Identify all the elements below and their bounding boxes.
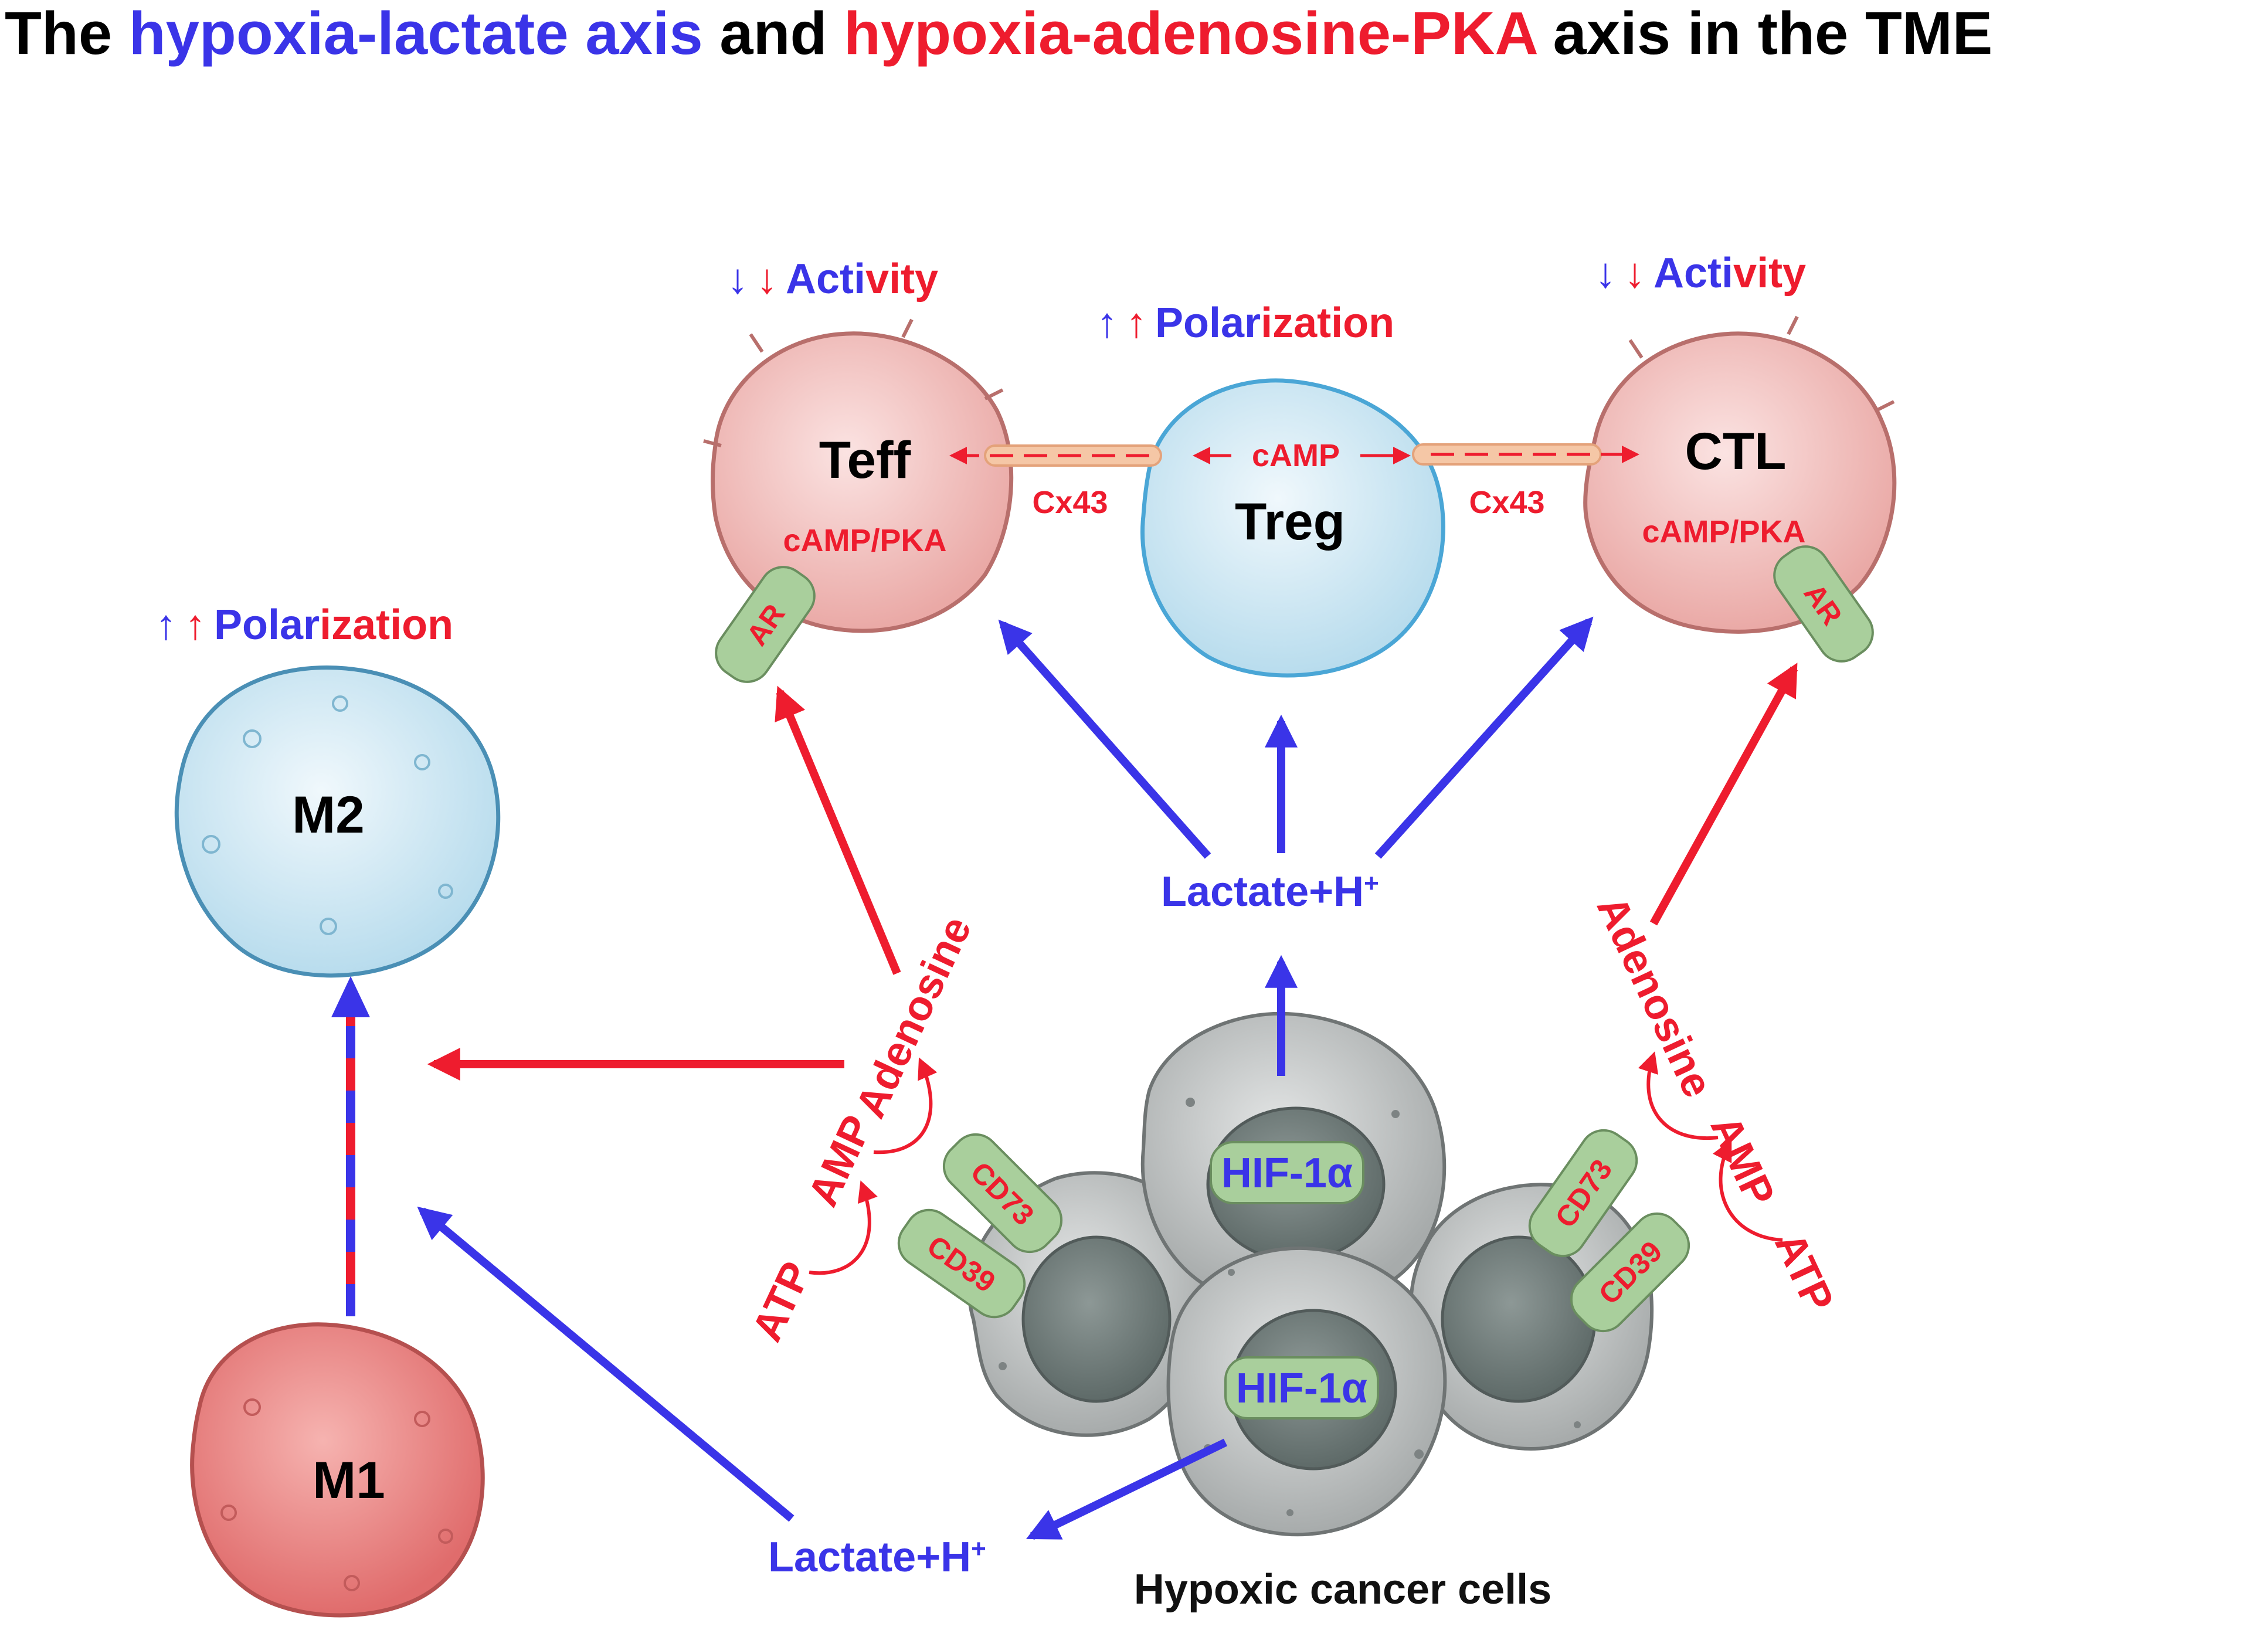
atp-left: ATP [743, 1255, 820, 1348]
title-suffix: axis in the TME [1536, 0, 1992, 67]
teff-activity-blue: Acti [786, 256, 865, 303]
teff-microvilli [703, 318, 1004, 447]
teff-activity-label: ↓↓Activity [727, 256, 938, 303]
hypoxic-cancer-cells-label: Hypoxic cancer cells [1134, 1566, 1551, 1613]
treg-name: Treg [1235, 492, 1345, 551]
ctl-down-red: ↓ [1624, 250, 1645, 297]
lactate-center-text: Lactate+H [1161, 868, 1364, 915]
treg-polarization-red: ization [1261, 300, 1394, 347]
teff-cell: Teff cAMP/PKA AR ↓↓Activity [703, 256, 1014, 683]
ctl-cell: CTL cAMP/PKA AR ↓↓Activity [1583, 250, 1897, 663]
m1-name: M1 [313, 1451, 385, 1509]
lactate-bottom-label: Lactate+H+ [768, 1534, 986, 1581]
hif1a-label-bottom: HIF-1α [1236, 1365, 1367, 1412]
m2-polarization-red: ization [320, 602, 453, 648]
camp-label: cAMP [1252, 438, 1340, 473]
cancer-cell-right [1409, 1183, 1654, 1451]
m2-polarization-blue: Polar [214, 602, 320, 648]
lactate-bottom-text: Lactate+H [768, 1534, 971, 1581]
ctl-down-blue: ↓ [1595, 250, 1616, 297]
lactate-bottom-plus: + [971, 1534, 986, 1563]
lactate-center-label: Lactate+H+ [1161, 868, 1379, 915]
ctl-activity-label: ↓↓Activity [1595, 250, 1806, 297]
teff-name: Teff [819, 430, 911, 489]
ctl-name: CTL [1685, 422, 1786, 480]
cx43-left: Cx43 [1032, 485, 1108, 520]
cx43-right: Cx43 [1469, 485, 1544, 520]
ctl-microvilli [1628, 315, 1895, 412]
hif1a-tag-top: HIF-1α [1210, 1141, 1364, 1204]
lactate-center-arrows: Lactate+H+ [998, 616, 1594, 1076]
amp-left: AMP [799, 1108, 881, 1213]
m1-vesicles [220, 1398, 453, 1591]
m1-to-m2-arrow [331, 976, 370, 1316]
teff-down-blue: ↓ [727, 256, 748, 303]
page-title: The hypoxia-lactate axis and hypoxia-ade… [5, 0, 1992, 67]
m2-up-red: ↑ [185, 602, 206, 648]
title-adenosine-axis: hypoxia-adenosine-PKA [844, 0, 1537, 67]
teff-down-red: ↓ [756, 256, 777, 303]
lactate-center-plus: + [1364, 869, 1379, 898]
ctl-activity-red: vity [1733, 250, 1806, 297]
title-prefix: The [5, 0, 129, 67]
lactate-bottom-arrows: Lactate+H+ [417, 1206, 1228, 1581]
adenosine-left: Adenosine [847, 909, 980, 1125]
title-lactate-axis: hypoxia-lactate axis [129, 0, 703, 67]
hif1a-tag-bottom: HIF-1α [1224, 1356, 1379, 1420]
teff-camp-pka: cAMP/PKA [783, 523, 946, 558]
amp-right: AMP [1702, 1108, 1784, 1213]
m1-cell: M1 [190, 1322, 485, 1618]
teff-activity-red: vity [865, 256, 938, 303]
hypoxic-cancer-cells: HIF-1α HIF-1α CD73 CD39 CD73 CD39 Hypoxi… [897, 1011, 1690, 1613]
treg-up-red: ↑ [1126, 300, 1147, 347]
m2-vesicles [202, 695, 453, 935]
treg-polarization-blue: Polar [1155, 300, 1261, 347]
teff-ar-receptor: AR [715, 566, 816, 683]
treg-cell: Treg ↑↑Polarization [1096, 300, 1445, 678]
m2-cell: M2 ↑↑Polarization [155, 602, 501, 978]
ctl-ar-receptor: AR [1773, 545, 1874, 663]
gap-junction-left: Cx43 [949, 444, 1162, 520]
title-middle: and [703, 0, 844, 67]
treg-polarization-label: ↑↑Polarization [1096, 300, 1394, 347]
hif1a-label-top: HIF-1α [1221, 1150, 1353, 1197]
treg-up-blue: ↑ [1096, 300, 1118, 347]
m2-polarization-label: ↑↑Polarization [155, 602, 453, 648]
adenosine-arrows [427, 663, 1798, 1081]
ctl-activity-blue: Acti [1654, 250, 1733, 297]
m2-name: M2 [292, 785, 365, 844]
gap-junction-right: Cx43 [1412, 443, 1639, 520]
camp-exchange: cAMP [1193, 438, 1411, 473]
ctl-camp-pka: cAMP/PKA [1642, 514, 1805, 549]
m2-up-blue: ↑ [155, 602, 176, 648]
